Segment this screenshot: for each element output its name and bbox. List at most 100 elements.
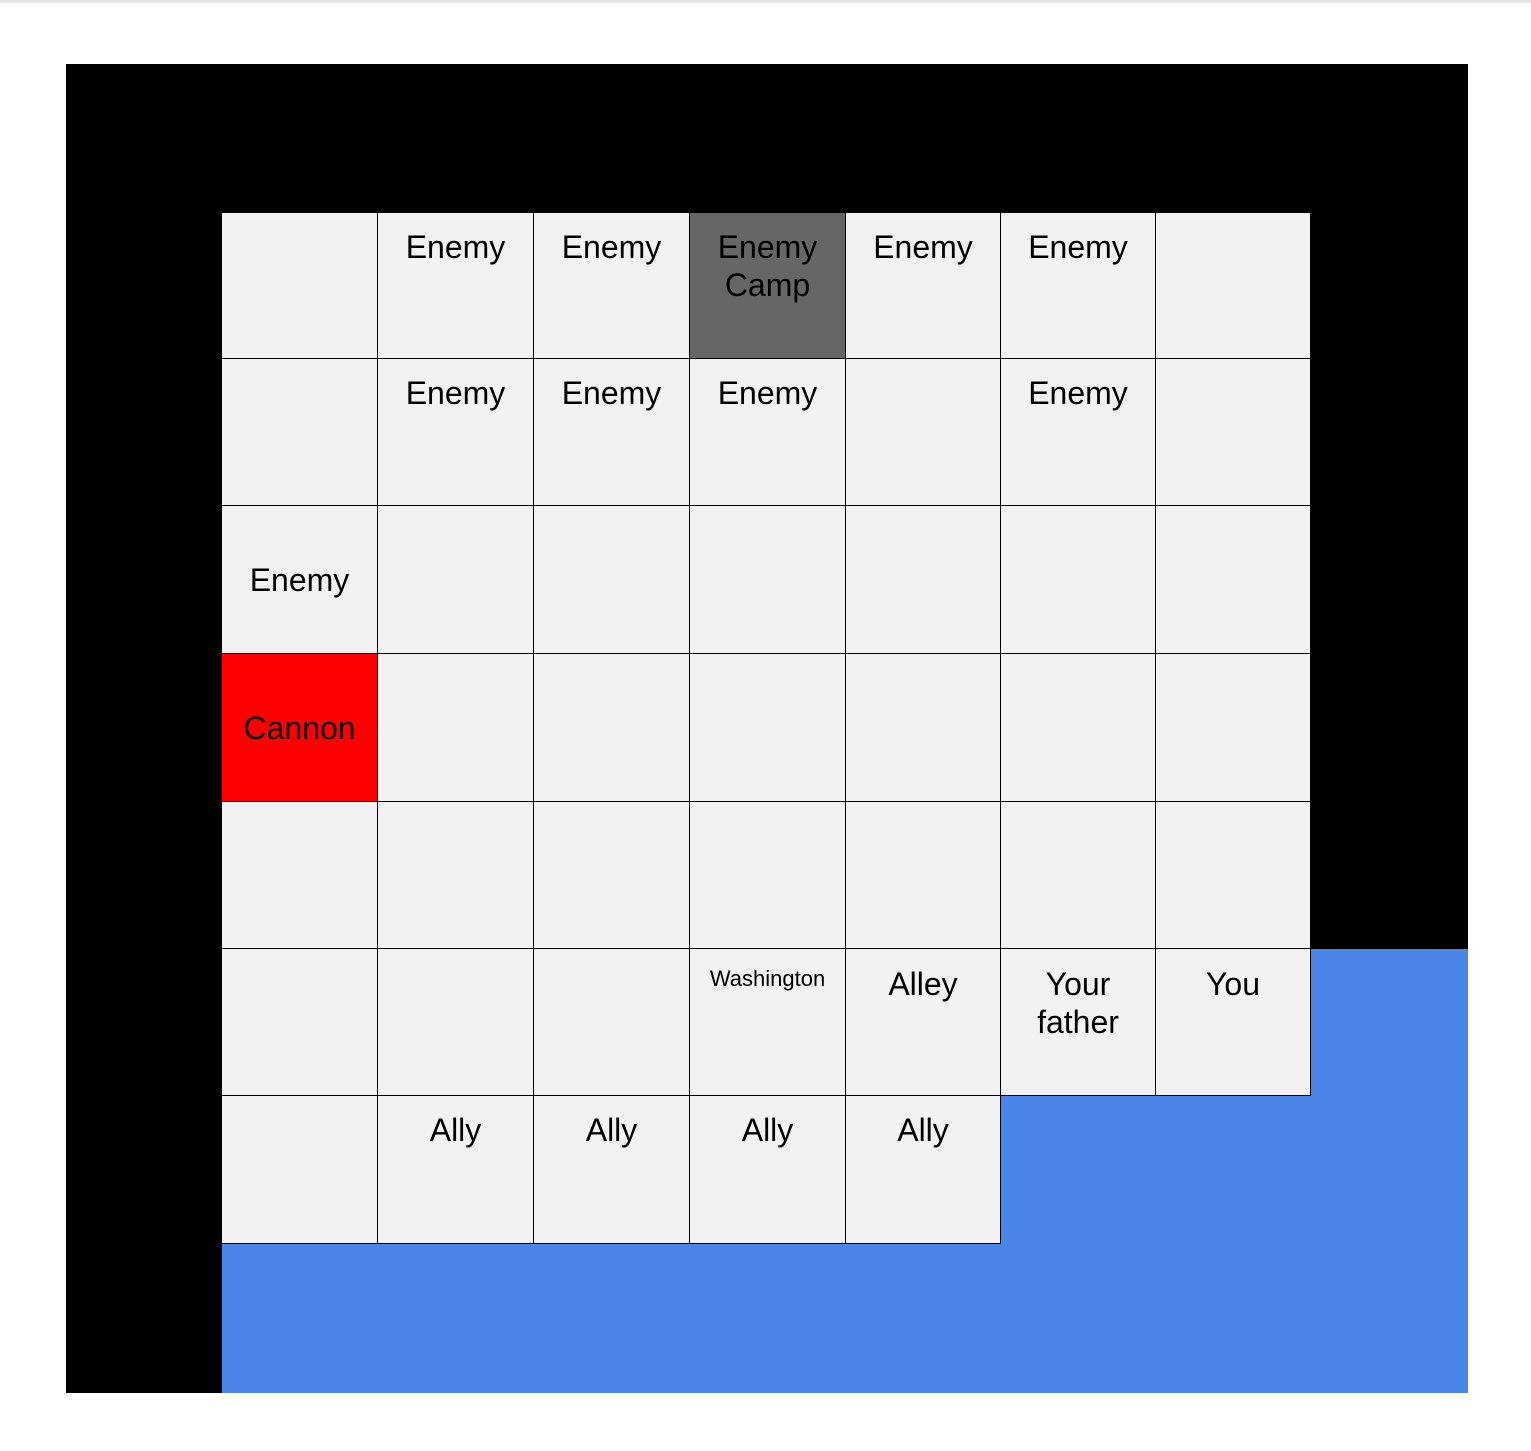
wall-cell-r5-c8	[1311, 802, 1468, 949]
empty-cell-r5-c4[interactable]	[689, 801, 846, 949]
empty-cell-r1-c1[interactable]	[221, 212, 378, 359]
empty-cell-r3-c6[interactable]	[1000, 505, 1156, 654]
cell-label: Enemy	[1028, 375, 1128, 411]
cell-label: Washington	[709, 966, 826, 991]
empty-cell-r5-c6[interactable]	[1000, 801, 1156, 949]
wall-cell-r6-c0	[66, 949, 222, 1096]
cell-label: Enemy	[249, 561, 350, 598]
wall-cell-r0-c2	[378, 64, 534, 213]
camp-cell-r1-c4[interactable]: Enemy Camp	[689, 212, 846, 359]
empty-cell-r6-c3[interactable]	[533, 948, 690, 1096]
empty-cell-r6-c6[interactable]: Your father	[1000, 948, 1156, 1096]
water-cell-r8-c2	[378, 1244, 534, 1393]
wall-cell-r2-c0	[66, 359, 222, 506]
empty-cell-r3-c2[interactable]	[377, 505, 534, 654]
water-cell-r6-c8	[1311, 949, 1468, 1096]
empty-cell-r6-c5[interactable]: Alley	[845, 948, 1001, 1096]
empty-cell-r3-c1[interactable]: Enemy	[221, 505, 378, 654]
water-cell-r8-c7	[1156, 1244, 1311, 1393]
empty-cell-r3-c4[interactable]	[689, 505, 846, 654]
empty-cell-r1-c7[interactable]	[1155, 212, 1311, 359]
water-cell-r8-c4	[690, 1244, 846, 1393]
water-cell-r8-c5	[846, 1244, 1001, 1393]
empty-cell-r7-c2[interactable]: Ally	[377, 1095, 534, 1244]
cell-label: Enemy	[873, 229, 973, 265]
cell-label: Enemy	[405, 375, 506, 411]
empty-cell-r5-c1[interactable]	[221, 801, 378, 949]
empty-cell-r2-c3[interactable]: Enemy	[533, 358, 690, 506]
empty-cell-r2-c4[interactable]: Enemy	[689, 358, 846, 506]
water-cell-r8-c3	[534, 1244, 690, 1393]
wall-cell-r0-c3	[534, 64, 690, 213]
empty-cell-r6-c4[interactable]: Washington	[689, 948, 846, 1096]
wall-cell-r4-c8	[1311, 654, 1468, 802]
water-cell-r8-c1	[222, 1244, 378, 1393]
empty-cell-r1-c5[interactable]: Enemy	[845, 212, 1001, 359]
empty-cell-r4-c4[interactable]	[689, 653, 846, 802]
water-cell-r8-c8	[1311, 1244, 1468, 1393]
cell-label: Cannon	[243, 709, 356, 746]
empty-cell-r3-c5[interactable]	[845, 505, 1001, 654]
empty-cell-r5-c3[interactable]	[533, 801, 690, 949]
wall-cell-r1-c0	[66, 213, 222, 359]
cell-label: Enemy Camp	[717, 229, 818, 303]
wall-cell-r0-c5	[846, 64, 1001, 213]
wall-cell-r0-c1	[222, 64, 378, 213]
empty-cell-r4-c6[interactable]	[1000, 653, 1156, 802]
empty-cell-r2-c2[interactable]: Enemy	[377, 358, 534, 506]
empty-cell-r5-c7[interactable]	[1155, 801, 1311, 949]
empty-cell-r1-c2[interactable]: Enemy	[377, 212, 534, 359]
cell-label: Your father	[1037, 966, 1119, 1040]
cell-label: Alley	[888, 966, 958, 1002]
empty-cell-r7-c4[interactable]: Ally	[689, 1095, 846, 1244]
empty-cell-r1-c3[interactable]: Enemy	[533, 212, 690, 359]
wall-cell-r4-c0	[66, 654, 222, 802]
water-cell-r7-c6	[1001, 1096, 1156, 1244]
cell-label: You	[1206, 966, 1260, 1002]
empty-cell-r4-c2[interactable]	[377, 653, 534, 802]
empty-cell-r4-c5[interactable]	[845, 653, 1001, 802]
empty-cell-r3-c7[interactable]	[1155, 505, 1311, 654]
cell-label: Enemy	[561, 375, 662, 411]
empty-cell-r5-c2[interactable]	[377, 801, 534, 949]
cell-label: Ally	[897, 1112, 949, 1148]
empty-cell-r7-c3[interactable]: Ally	[533, 1095, 690, 1244]
water-cell-r7-c7	[1156, 1096, 1311, 1244]
empty-cell-r2-c1[interactable]	[221, 358, 378, 506]
empty-cell-r7-c5[interactable]: Ally	[845, 1095, 1001, 1244]
wall-cell-r8-c0	[66, 1244, 222, 1393]
empty-cell-r3-c3[interactable]	[533, 505, 690, 654]
empty-cell-r2-c5[interactable]	[845, 358, 1001, 506]
cell-label: Enemy	[561, 229, 662, 265]
wall-cell-r1-c8	[1311, 213, 1468, 359]
empty-cell-r1-c6[interactable]: Enemy	[1000, 212, 1156, 359]
empty-cell-r2-c6[interactable]: Enemy	[1000, 358, 1156, 506]
wall-cell-r0-c4	[690, 64, 846, 213]
wall-cell-r0-c6	[1001, 64, 1156, 213]
cell-label: Ally	[585, 1112, 638, 1148]
wall-cell-r7-c0	[66, 1096, 222, 1244]
wall-cell-r3-c8	[1311, 506, 1468, 654]
empty-cell-r4-c7[interactable]	[1155, 653, 1311, 802]
water-cell-r8-c6	[1001, 1244, 1156, 1393]
wall-cell-r3-c0	[66, 506, 222, 654]
cell-label: Ally	[429, 1112, 482, 1148]
cell-label: Enemy	[717, 375, 818, 411]
empty-cell-r6-c7[interactable]: You	[1155, 948, 1311, 1096]
wall-cell-r0-c0	[66, 64, 222, 213]
empty-cell-r6-c2[interactable]	[377, 948, 534, 1096]
wall-cell-r0-c8	[1311, 64, 1468, 213]
wall-cell-r2-c8	[1311, 359, 1468, 506]
cell-label: Enemy	[1028, 229, 1128, 265]
empty-cell-r2-c7[interactable]	[1155, 358, 1311, 506]
cannon-cell-r4-c1[interactable]: Cannon	[221, 653, 378, 802]
cell-label: Enemy	[405, 229, 506, 265]
wall-cell-r0-c7	[1156, 64, 1311, 213]
empty-cell-r4-c3[interactable]	[533, 653, 690, 802]
wall-cell-r5-c0	[66, 802, 222, 949]
empty-cell-r7-c1[interactable]	[221, 1095, 378, 1244]
empty-cell-r5-c5[interactable]	[845, 801, 1001, 949]
cell-label: Ally	[741, 1112, 794, 1148]
empty-cell-r6-c1[interactable]	[221, 948, 378, 1096]
